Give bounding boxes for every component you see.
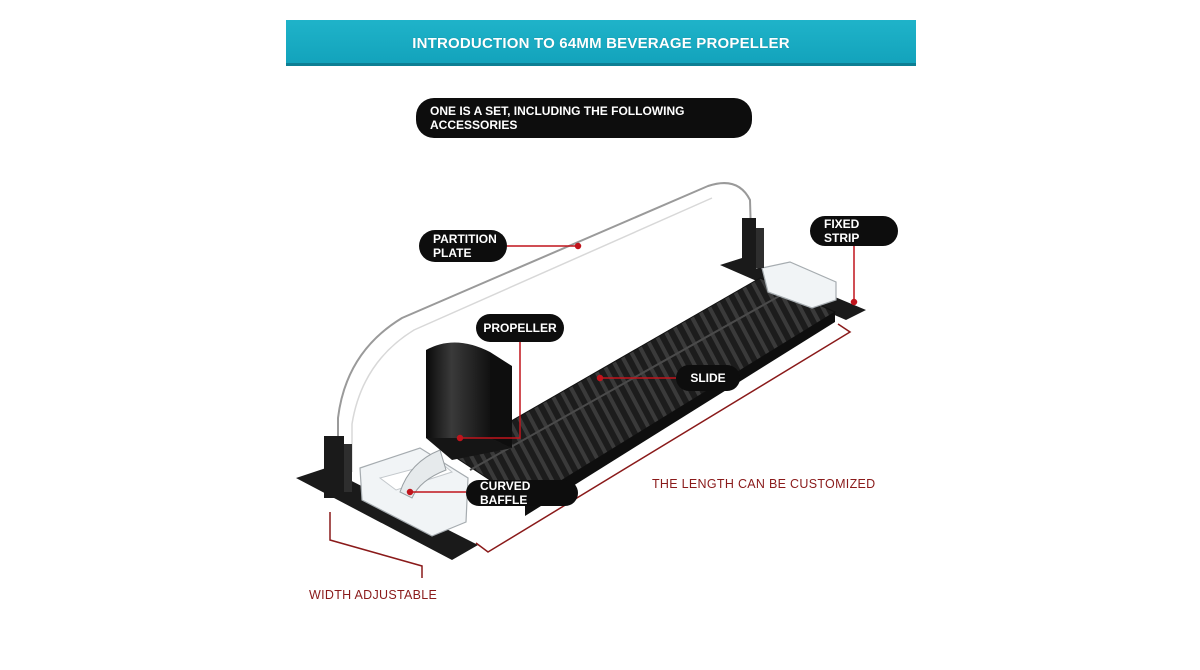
callout-fixed-strip: FIXED STRIP — [810, 216, 898, 246]
width-label: WIDTH ADJUSTABLE — [309, 588, 438, 602]
leader-propeller — [460, 342, 521, 439]
header-banner: INTRODUCTION TO 64MM BEVERAGE PROPELLER — [286, 20, 916, 66]
rear-partition-post — [742, 218, 756, 272]
callout-partition-plate: PARTITION PLATE — [419, 230, 507, 262]
callout-propeller: PROPELLER — [476, 314, 564, 342]
callout-curved-baffle: CURVED BAFFLE — [466, 479, 578, 507]
propeller-pusher — [426, 342, 490, 445]
banner-title: INTRODUCTION TO 64MM BEVERAGE PROPELLER — [412, 34, 790, 52]
slide-track-side — [525, 312, 835, 516]
length-label: THE LENGTH CAN BE CUSTOMIZED — [652, 477, 876, 491]
front-partition-post — [324, 436, 344, 498]
subtitle-pill: ONE IS A SET, INCLUDING THE FOLLOWING AC… — [416, 98, 752, 138]
curved-baffle-shape — [399, 449, 447, 499]
rear-clear-end — [761, 261, 837, 309]
length-dimension — [475, 323, 852, 553]
width-dimension — [329, 512, 423, 578]
banner-underline — [286, 63, 916, 66]
callout-slide: SLIDE — [676, 365, 740, 391]
partition-plate-outline — [337, 182, 753, 470]
